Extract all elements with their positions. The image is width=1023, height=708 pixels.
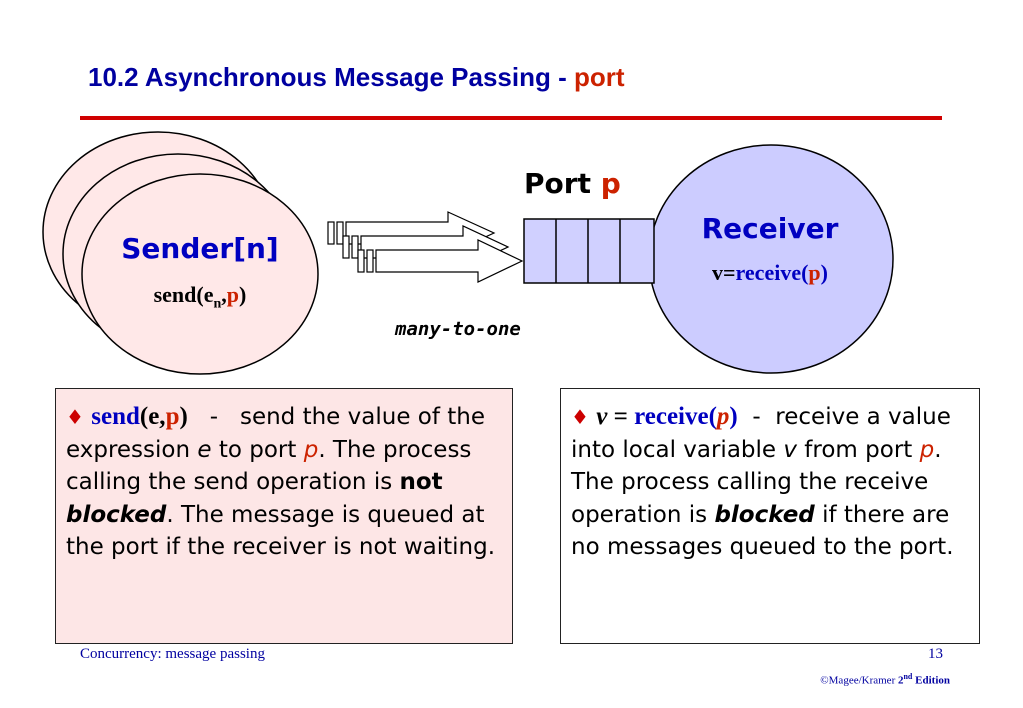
slide-title-main: 10.2 Asynchronous Message Passing - [88, 62, 574, 92]
receive-local-v: v [783, 436, 797, 463]
message-arrow-3 [357, 239, 524, 283]
send-text-2: to port [211, 436, 304, 463]
send-args-open: (e, [139, 403, 166, 430]
arrow-caption: many-to-one [395, 318, 521, 340]
send-text-3: . The process calling the send operation… [66, 436, 472, 496]
send-description-box: ♦ send(e,p) - send the value of the expr… [55, 388, 513, 644]
sender-op-prefix: send(e [153, 282, 214, 307]
receive-port-p: p [919, 436, 935, 463]
receiver-operation: v=receive(p) [650, 260, 890, 286]
send-expr-e: e [197, 436, 212, 463]
send-not: not [399, 469, 443, 495]
receive-text-1: - receive a value into local variable [571, 404, 959, 463]
receive-text-4: if there are no messages queued to the p… [571, 501, 954, 561]
receiver-circle [648, 144, 894, 374]
footer-course: Concurrency: message passing [80, 646, 265, 662]
receive-port-var: p [716, 403, 730, 430]
edition-suffix: nd [903, 672, 913, 681]
receiver-op-open: ( [801, 260, 809, 285]
sender-op-comma: , [221, 282, 227, 307]
sender-name: Sender[n] [121, 232, 279, 265]
title-divider [80, 116, 942, 120]
receive-signature: v = receive(p) [596, 403, 738, 430]
receiver-name: Receiver [701, 212, 839, 245]
slide-title-accent: port [574, 62, 625, 92]
sender-op-suffix: ) [239, 282, 247, 307]
receive-text-2: from port [797, 436, 920, 463]
sender-op-subscript: n [213, 296, 222, 312]
send-text-4: . The message is queued at the port if t… [66, 501, 496, 561]
receiver-op-prefix: v= [712, 260, 736, 285]
send-port-p: p [303, 436, 319, 463]
send-text-1: - send the value of the expression [66, 404, 493, 463]
receive-blocked: blocked [714, 501, 815, 528]
port-queue [523, 218, 655, 284]
send-port-var: p [165, 403, 180, 430]
receive-description-box: ♦ v = receive(p) - receive a value into … [560, 388, 980, 644]
receive-var-v: v [596, 403, 608, 430]
send-blocked: blocked [66, 501, 167, 528]
sender-operation: send(en,p) [90, 282, 310, 312]
port-variable: p [600, 167, 621, 200]
edition-number: 2 [897, 674, 904, 687]
send-signature: send(e,p) [91, 403, 188, 430]
footer-page-number: 13 [928, 646, 943, 662]
receive-func: receive [634, 403, 709, 430]
receive-eq: = [607, 403, 635, 430]
receiver-op-close: ) [820, 260, 828, 285]
receive-text-3: . The process calling the receive operat… [571, 436, 942, 528]
diamond-bullet-icon: ♦ [571, 405, 589, 429]
receiver-op-func: receive [735, 260, 802, 285]
diamond-bullet-icon: ♦ [66, 405, 84, 429]
send-args-close: ) [179, 403, 188, 430]
sender-circle-front [81, 173, 319, 375]
port-label: Port p [524, 167, 621, 200]
slide-title: 10.2 Asynchronous Message Passing - port [88, 62, 625, 93]
port-label-text: Port [524, 167, 601, 200]
edition-word: Edition [912, 674, 950, 687]
send-func: send [91, 403, 140, 430]
receiver-op-port: p [808, 260, 821, 285]
sender-op-port: p [226, 282, 240, 307]
receive-close: ) [729, 403, 738, 430]
copyright-text: ©Magee/Kramer [820, 674, 898, 687]
receive-open: ( [708, 403, 717, 430]
footer-copyright: ©Magee/Kramer 2nd Edition [820, 672, 950, 687]
